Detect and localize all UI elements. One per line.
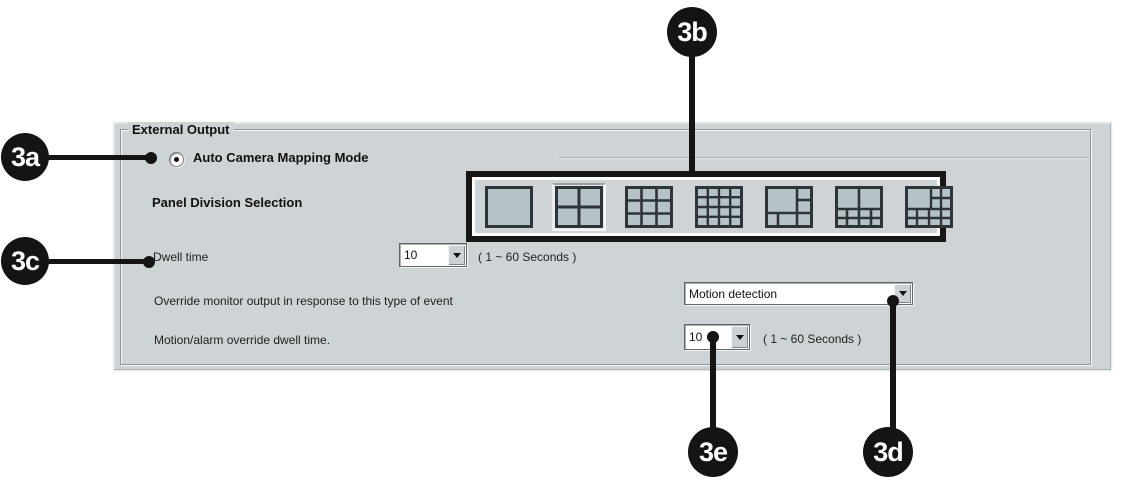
external-output-dialog: External Output Auto Camera Mapping Mode…	[113, 122, 1112, 371]
callout-3a: 3a	[1, 133, 49, 181]
panel-division-toolbar	[466, 171, 953, 242]
callout-3c-line	[45, 259, 145, 264]
panel-division-button-10[interactable]	[832, 183, 886, 231]
override-event-label: Override monitor output in response to t…	[154, 294, 453, 308]
dwell-time-combobox[interactable]: 10	[399, 243, 467, 267]
dwell-time-dropdown-button[interactable]	[448, 245, 465, 265]
groupbox-title: External Output	[128, 122, 234, 137]
override-event-combobox[interactable]: Motion detection	[684, 282, 913, 305]
panel-division-button-9[interactable]	[622, 183, 676, 231]
callout-3d-dot	[887, 295, 899, 307]
chevron-down-icon	[898, 291, 907, 296]
panel-division-label: Panel Division Selection	[152, 195, 303, 210]
grid-4-icon	[555, 185, 603, 228]
override-event-value: Motion detection	[689, 286, 778, 301]
auto-camera-mapping-label: Auto Camera Mapping Mode	[193, 150, 369, 165]
grid-9-icon	[625, 185, 673, 228]
chevron-down-icon	[735, 334, 744, 340]
grid-6-icon	[765, 185, 813, 228]
callout-3c-dot	[143, 256, 155, 268]
grid-16-icon	[695, 185, 743, 228]
grid-13-icon	[905, 185, 953, 228]
panel-division-button-16[interactable]	[692, 183, 746, 231]
dwell-time-value: 10	[404, 248, 418, 262]
callout-3b-line	[689, 54, 695, 172]
override-dwell-dropdown-button[interactable]	[731, 326, 748, 348]
override-dwell-combobox[interactable]: 10	[684, 324, 750, 350]
grid-10-icon	[835, 185, 883, 228]
override-dwell-range-hint: ( 1 ~ 60 Seconds )	[763, 332, 862, 346]
dwell-time-range-hint: ( 1 ~ 60 Seconds )	[478, 250, 577, 264]
panel-division-button-13[interactable]	[902, 183, 956, 231]
chevron-down-icon	[452, 252, 461, 258]
grid-1-icon	[485, 185, 533, 228]
separator-line	[559, 157, 1089, 159]
callout-3a-line	[45, 155, 147, 160]
auto-camera-mapping-radio[interactable]	[169, 152, 184, 167]
callout-3e-dot	[707, 331, 719, 343]
callout-3d-line	[890, 300, 896, 429]
override-dwell-label: Motion/alarm override dwell time.	[154, 333, 331, 347]
panel-division-button-6[interactable]	[762, 183, 816, 231]
radio-selected-dot	[173, 156, 179, 162]
panel-division-button-4[interactable]	[552, 182, 606, 231]
override-dwell-value: 10	[689, 330, 703, 344]
callout-3b: 3b	[667, 7, 717, 57]
callout-3e-line	[710, 336, 716, 429]
panel-division-button-1[interactable]	[482, 183, 536, 231]
callout-3d: 3d	[863, 427, 913, 477]
callout-3a-dot	[145, 152, 157, 164]
external-output-groupbox: External Output	[120, 122, 1091, 365]
callout-3e: 3e	[688, 427, 738, 477]
callout-3c: 3c	[1, 237, 49, 285]
dwell-time-label: Dwell time	[153, 250, 209, 264]
